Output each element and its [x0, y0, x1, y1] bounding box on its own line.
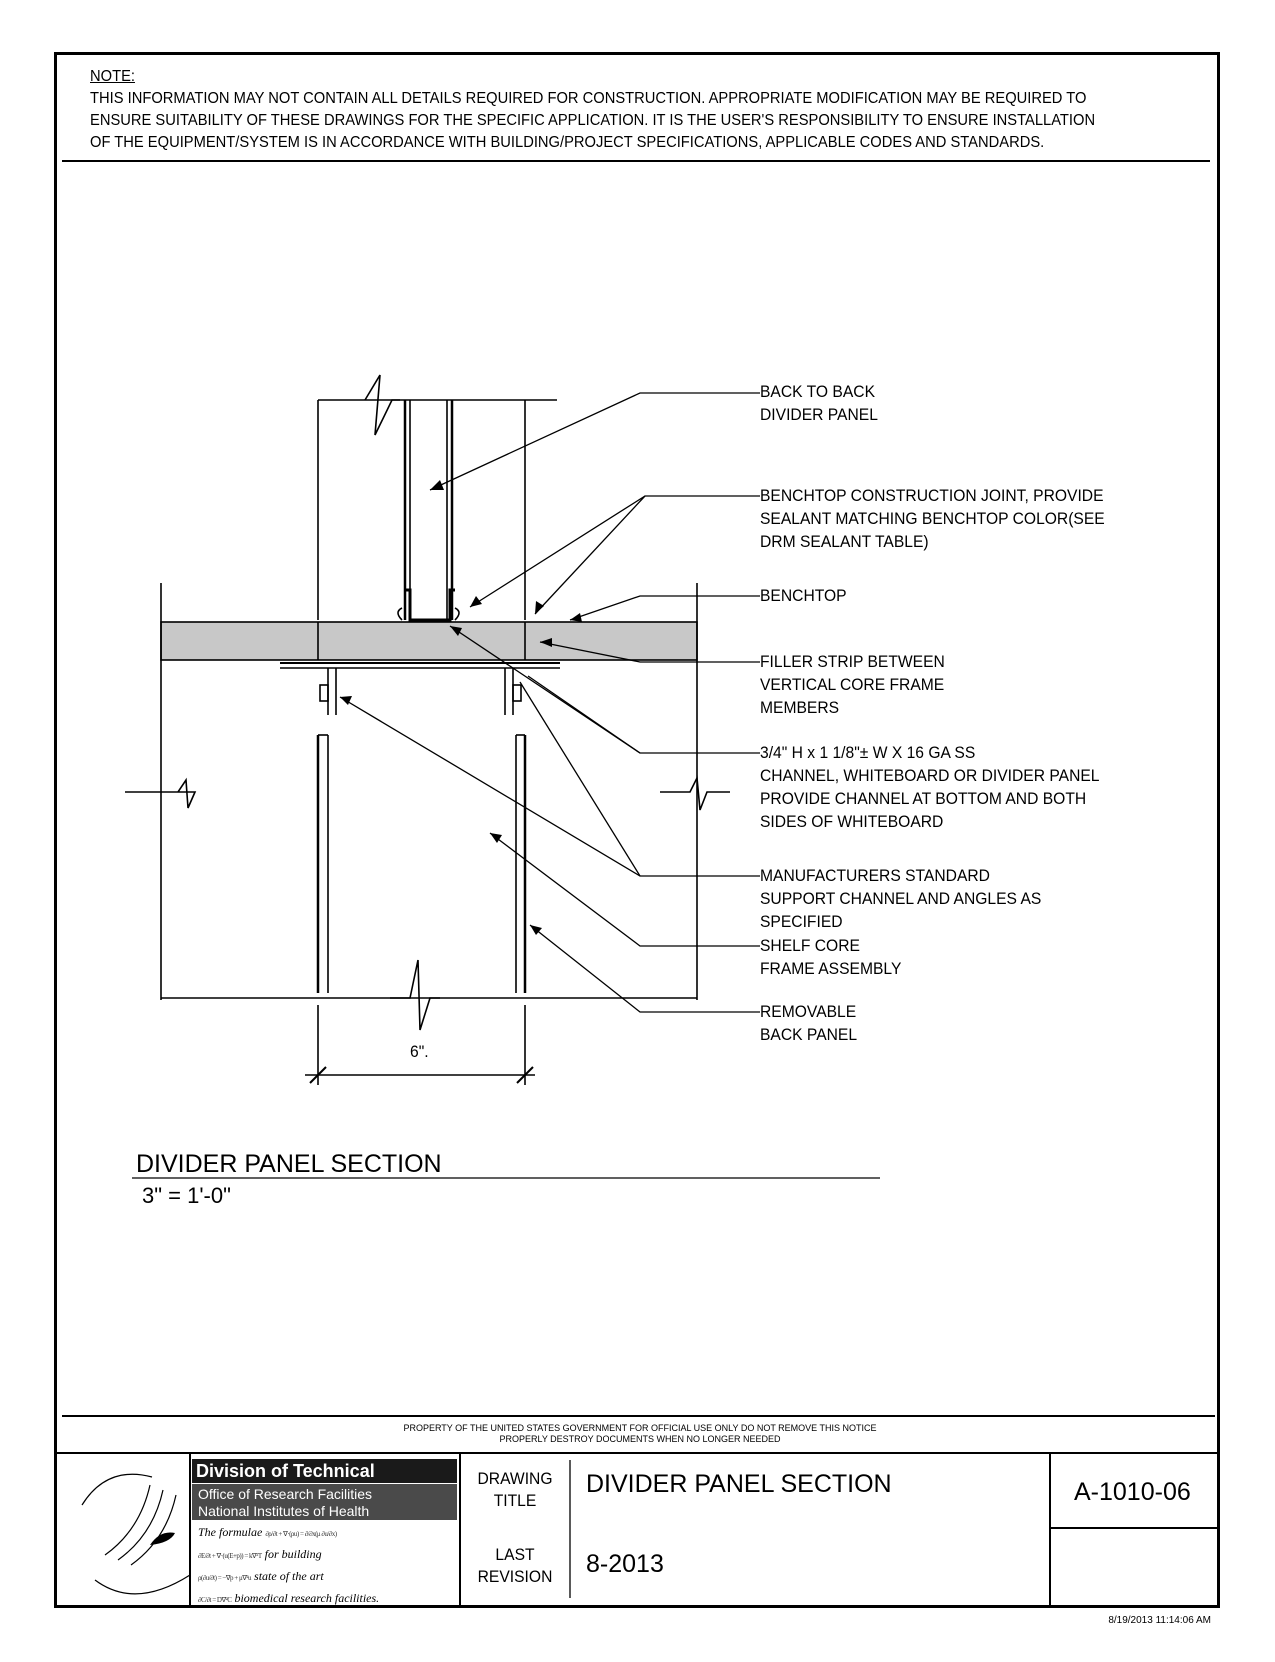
- section-scale: 3" = 1'-0": [142, 1183, 231, 1208]
- note-heading: NOTE:: [90, 68, 135, 85]
- drawing-title: DIVIDER PANEL SECTION: [586, 1470, 892, 1498]
- callout-channel: 3/4" H x 1 1/8"± W X 16 GA SS CHANNEL, W…: [760, 743, 1100, 831]
- callout-filler-strip: FILLER STRIP BETWEEN VERTICAL CORE FRAME…: [760, 652, 945, 717]
- callout-shelf-core: SHELF CORE FRAME ASSEMBLY: [760, 936, 902, 978]
- note-divider: [62, 160, 1210, 162]
- org-main-banner: Division of Technical Resources: [192, 1459, 457, 1505]
- drawing-number: A-1010-06: [1074, 1478, 1191, 1506]
- section-title: DIVIDER PANEL SECTION: [136, 1150, 442, 1178]
- org-tagline: The formulae ∂ρ/∂t + ∇·(ρu) = ∂/∂x(μ ∂u/…: [198, 1525, 380, 1605]
- last-revision-label: LAST REVISION: [477, 1545, 553, 1586]
- callout-benchtop: BENCHTOP: [760, 586, 847, 605]
- callout-back-to-back: BACK TO BACK DIVIDER PANEL: [760, 382, 878, 424]
- callout-construction-joint: BENCHTOP CONSTRUCTION JOINT, PROVIDE SEA…: [760, 486, 1105, 551]
- general-note: NOTE: THIS INFORMATION MAY NOT CONTAIN A…: [90, 66, 1111, 154]
- note-line-3: OF THE EQUIPMENT/SYSTEM IS IN ACCORDANCE…: [90, 134, 1045, 151]
- property-notice: PROPERTY OF THE UNITED STATES GOVERNMENT…: [403, 1423, 877, 1444]
- drawing-title-label: DRAWING TITLE: [477, 1469, 553, 1510]
- org-sub-banner: Office of Research Facilities National I…: [192, 1484, 457, 1520]
- hhs-seal-icon: [81, 1473, 191, 1595]
- print-timestamp: 8/19/2013 11:14:06 AM: [1108, 1615, 1211, 1626]
- note-line-2: ENSURE SUITABILITY OF THESE DRAWINGS FOR…: [90, 112, 1096, 129]
- callout-support-channel: MANUFACTURERS STANDARD SUPPORT CHANNEL A…: [760, 866, 1042, 931]
- callout-back-panel: REMOVABLE BACK PANEL: [760, 1002, 858, 1044]
- drawing-sheet-border: [54, 52, 1220, 1608]
- note-line-1: THIS INFORMATION MAY NOT CONTAIN ALL DET…: [90, 90, 1087, 107]
- last-revision-value: 8-2013: [586, 1550, 664, 1578]
- dimension-label: 6".: [410, 1042, 429, 1061]
